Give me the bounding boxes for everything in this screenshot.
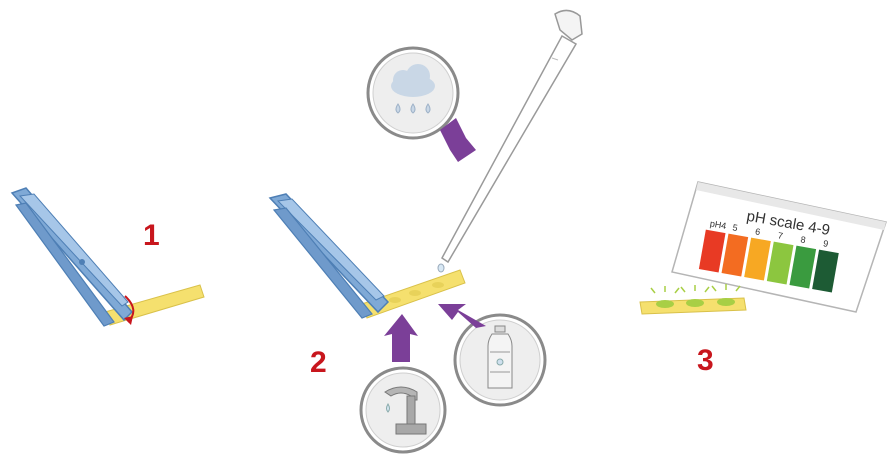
step-number-2: 2 [310, 346, 327, 379]
arrow-icon [384, 314, 418, 362]
tap-source-bubble [361, 314, 445, 452]
step-2-group: 2 [270, 10, 582, 452]
tweezers [270, 194, 388, 318]
step-1-group: 1 [12, 188, 204, 326]
tweezers [12, 188, 132, 326]
water-bottle-icon [488, 326, 512, 388]
step-number-1: 1 [143, 219, 160, 252]
arrow-icon [438, 304, 486, 328]
bottle-source-bubble [438, 304, 545, 405]
step-number-3: 3 [697, 344, 714, 377]
rain-source-bubble [368, 48, 476, 162]
